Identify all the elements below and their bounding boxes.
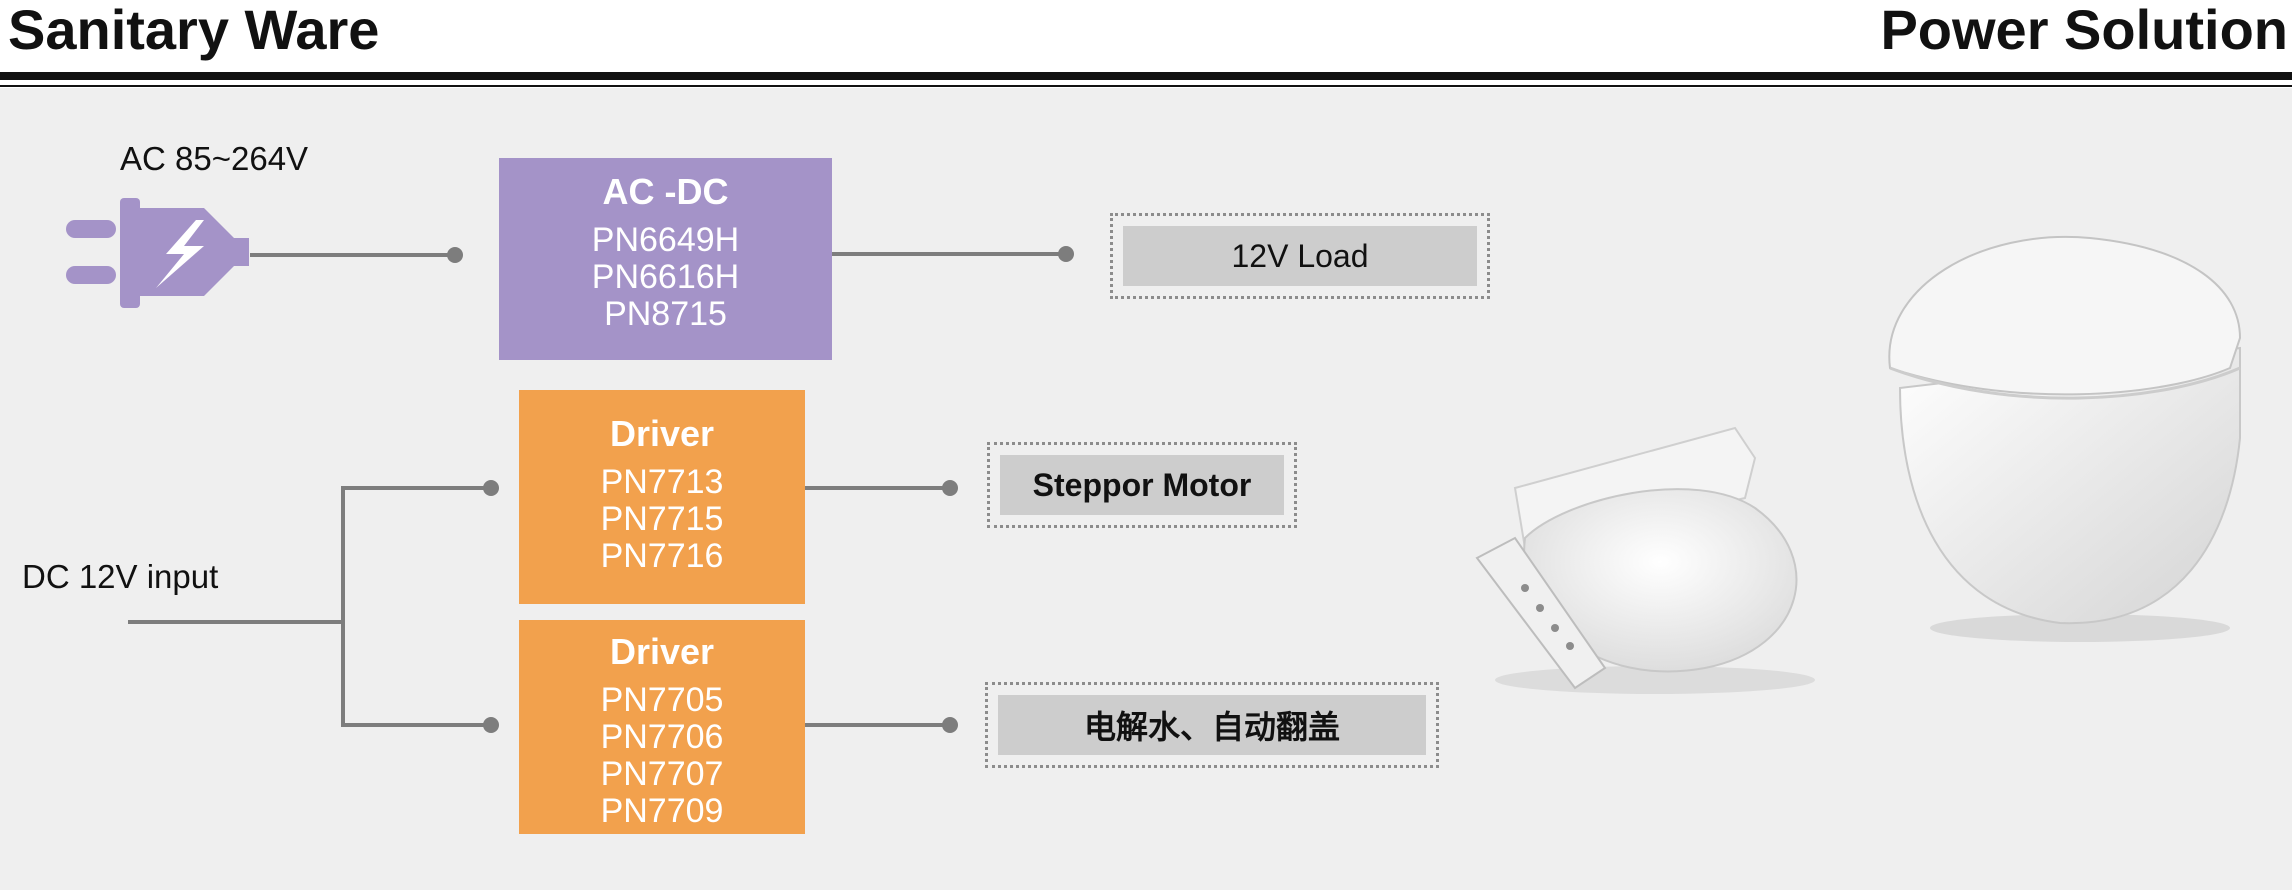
dc-branch-bottom bbox=[341, 723, 491, 727]
dc-node-bottom bbox=[483, 717, 499, 733]
driver1-heading: Driver bbox=[609, 413, 715, 454]
diagram-canvas: AC 85~264V AC -DC PN6649H PN6616H PN8715… bbox=[0, 88, 2292, 890]
power-plug-icon bbox=[66, 198, 249, 308]
driver2-output-wire bbox=[805, 723, 950, 727]
driver2-part-3: PN7707 bbox=[600, 755, 724, 793]
ac-wire bbox=[250, 253, 455, 257]
driver1-part-2: PN7715 bbox=[600, 500, 724, 538]
driver2-part-1: PN7705 bbox=[600, 681, 724, 719]
driver1-output-node bbox=[942, 480, 958, 496]
acdc-output-wire bbox=[832, 252, 1067, 256]
dc-input-label: DC 12V input bbox=[22, 558, 219, 595]
dc-branch-top bbox=[341, 486, 491, 490]
header-rule-thick bbox=[0, 72, 2292, 80]
driver-block-2: Driver PN7705 PN7706 PN7707 PN7709 bbox=[519, 620, 805, 834]
smart-toilet-image bbox=[1888, 235, 2242, 642]
load-12v-label: 12V Load bbox=[1123, 226, 1477, 286]
dc-node-top bbox=[483, 480, 499, 496]
dc-split-wire bbox=[341, 486, 345, 727]
ac-input-label: AC 85~264V bbox=[120, 140, 309, 177]
driver2-output-node bbox=[942, 717, 958, 733]
section-title: Power Solution bbox=[1880, 0, 2288, 61]
page-title: Sanitary Ware bbox=[8, 0, 380, 61]
acdc-block: AC -DC PN6649H PN6616H PN8715 bbox=[499, 158, 832, 360]
acdc-part-3: PN8715 bbox=[604, 295, 727, 333]
load-12v-box: 12V Load bbox=[1110, 213, 1490, 299]
driver2-part-4: PN7709 bbox=[600, 792, 724, 830]
dc-input-wire bbox=[128, 620, 344, 624]
ac-node bbox=[447, 247, 463, 263]
acdc-part-1: PN6649H bbox=[591, 221, 740, 259]
driver-block-1: Driver PN7713 PN7715 PN7716 bbox=[519, 390, 805, 604]
stepper-motor-label: Steppor Motor bbox=[1000, 455, 1284, 515]
acdc-part-2: PN6616H bbox=[591, 258, 740, 296]
driver1-part-3: PN7716 bbox=[600, 537, 724, 575]
electrolyzed-water-box: 电解水、自动翻盖 bbox=[985, 682, 1439, 768]
header-rule-thin bbox=[0, 85, 2292, 87]
stepper-motor-box: Steppor Motor bbox=[987, 442, 1297, 528]
driver1-output-wire bbox=[805, 486, 950, 490]
acdc-heading: AC -DC bbox=[602, 171, 729, 212]
acdc-output-node bbox=[1058, 246, 1074, 262]
toilet-seat-image bbox=[1475, 426, 1815, 694]
driver2-part-2: PN7706 bbox=[600, 718, 724, 756]
driver2-heading: Driver bbox=[609, 631, 715, 672]
page-header: Sanitary Ware Power Solution bbox=[0, 0, 2292, 90]
electrolyzed-water-label: 电解水、自动翻盖 bbox=[998, 695, 1426, 755]
driver1-part-1: PN7713 bbox=[600, 463, 724, 501]
